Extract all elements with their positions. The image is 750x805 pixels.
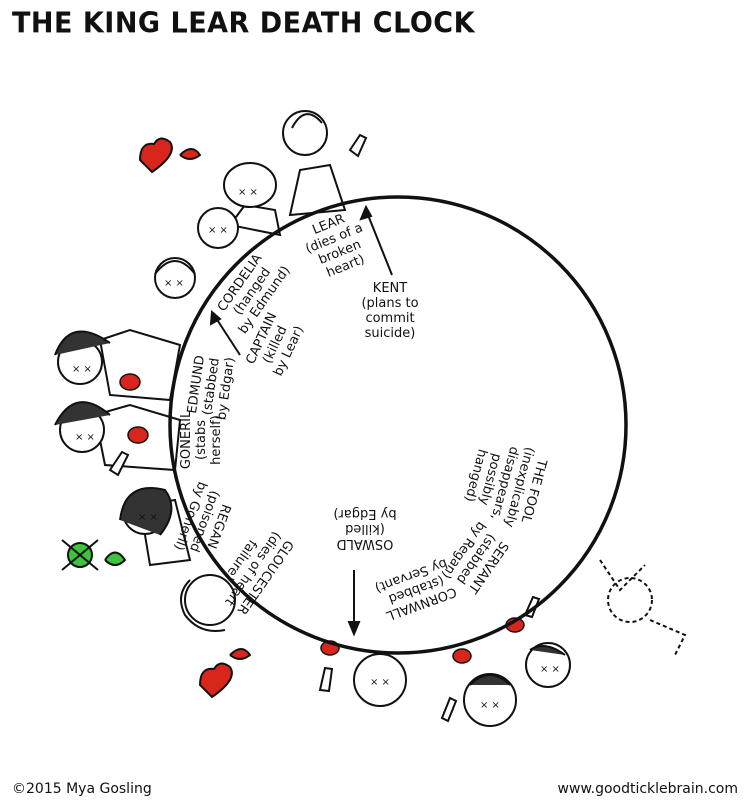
servant-dead-figure-icon: × × [525, 642, 571, 688]
page-title: THE KING LEAR DEATH CLOCK [12, 7, 476, 40]
broken-heart-icon [138, 137, 252, 699]
death-detail: commit [365, 311, 414, 326]
death-label-fool: THE FOOL(inexplicablydisappears,possibly… [457, 434, 551, 533]
death-label-edmund: EDMUND(stabbedby Edgar) [185, 352, 238, 421]
dead-lear-figure-icon: × × [223, 162, 282, 237]
death-detail: suicide) [365, 326, 416, 341]
death-name: GONERIL [179, 410, 194, 469]
svg-text:× ×: × × [164, 278, 184, 289]
oswald-dead-figure-icon: × × [353, 653, 407, 707]
website-link[interactable]: www.goodticklebrain.com [557, 781, 738, 797]
edmund-dead-figure-icon: × × [54, 328, 182, 402]
regan-dead-figure-icon: × × [119, 487, 192, 567]
death-name: KENT [373, 281, 407, 296]
clock-face [168, 195, 628, 655]
cornwall-dead-figure-icon: × × [463, 673, 517, 727]
svg-text:× ×: × × [75, 432, 95, 443]
svg-text:× ×: × × [72, 364, 92, 375]
death-detail: (killed [345, 521, 385, 536]
death-label-oswald: OSWALD(killedby Edgar) [333, 506, 396, 551]
svg-text:× ×: × × [238, 187, 258, 198]
death-detail: (stabs [194, 420, 209, 460]
clock-hands [209, 204, 393, 637]
svg-text:× ×: × × [370, 677, 390, 688]
death-detail: (plans to [361, 296, 418, 311]
lear-figure-icon [282, 110, 347, 217]
svg-text:× ×: × × [138, 512, 158, 523]
copyright-text: ©2015 Mya Gosling [12, 781, 152, 797]
svg-text:× ×: × × [540, 664, 560, 675]
death-label-cordelia: CORDELIA(hangedby Edmund) [211, 246, 293, 337]
svg-text:× ×: × × [208, 225, 228, 236]
captain-dead-figure-icon: × × [154, 257, 196, 299]
death-name: OSWALD [337, 536, 394, 551]
death-detail: by Edgar) [333, 506, 396, 521]
death-detail: herself) [209, 415, 224, 465]
svg-text:× ×: × × [480, 700, 500, 711]
gloucester-dead-figure-icon [180, 574, 236, 632]
cordelia-dead-figure-icon: × × [197, 207, 239, 249]
death-label-goneril: GONERIL(stabsherself) [179, 410, 224, 469]
poison-skull-icon [61, 539, 127, 571]
fool-faded-figure-icon [599, 559, 687, 656]
character-figures: × × × × × × × × × × × × [54, 110, 687, 727]
